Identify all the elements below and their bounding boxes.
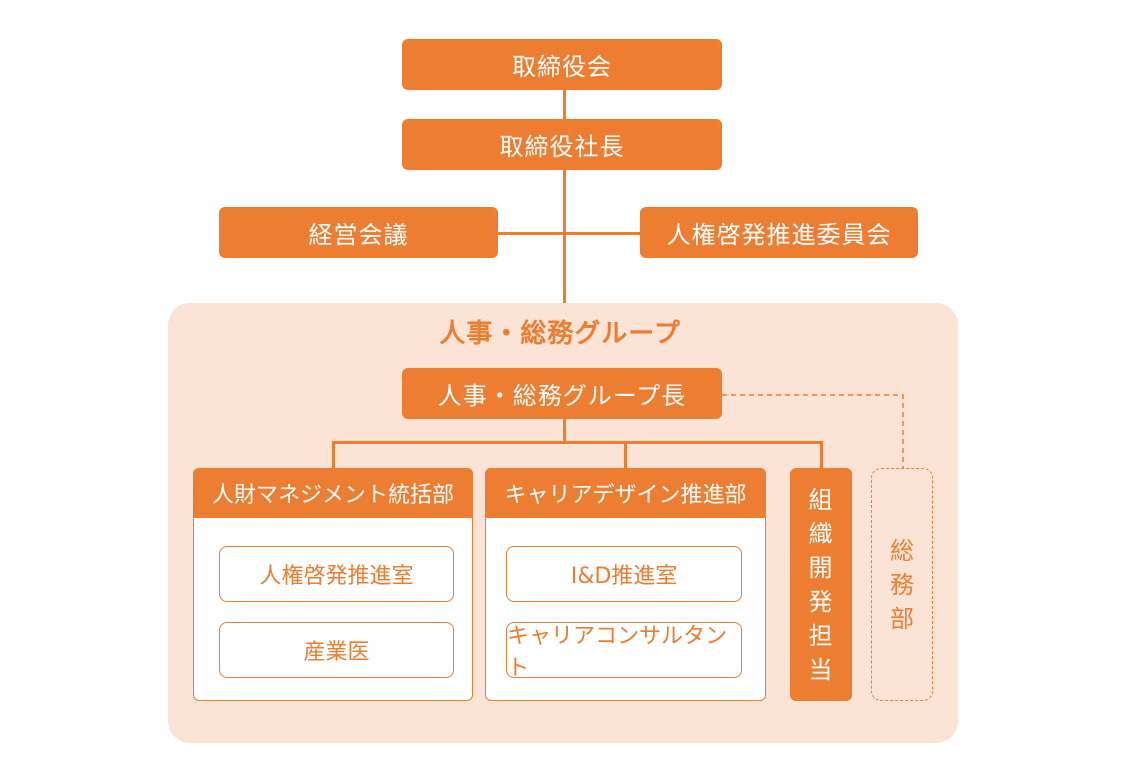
department-header-career-design: キャリアデザイン推進部	[485, 468, 766, 518]
org-dev-char: 組	[808, 485, 834, 514]
group-head-label: 人事・総務グループ長	[437, 382, 687, 410]
department-header-hr-management: 人財マネジメント統括部	[193, 468, 473, 518]
connector-board-president	[563, 90, 566, 120]
connector-meeting-committee	[498, 232, 640, 235]
president-box: 取締役社長	[402, 119, 722, 170]
connector-head-down	[563, 418, 566, 443]
department-name: 人財マネジメント統括部	[211, 483, 454, 508]
connector-president-group	[563, 170, 566, 303]
unit-label: キャリアコンサルタント	[507, 624, 728, 681]
org-dev-char: 発	[808, 587, 834, 616]
general-affairs-box: 総 務 部	[871, 468, 933, 701]
president-label: 取締役社長	[499, 133, 625, 161]
unit-label: I&D推進室	[570, 564, 678, 589]
management-meeting-box: 経営会議	[219, 207, 498, 258]
connector-org-dev	[820, 441, 823, 468]
unit-box: キャリアコンサルタント	[506, 622, 742, 681]
board-of-directors-label: 取締役会	[512, 53, 612, 81]
org-dev-char: 開	[808, 553, 834, 582]
department-name: キャリアデザイン推進部	[504, 483, 747, 508]
general-affairs-char: 総	[890, 536, 914, 565]
connector-departments-horizontal	[332, 441, 823, 444]
org-dev-char: 織	[808, 519, 834, 548]
group-title: 人事・総務グループ	[439, 319, 681, 349]
unit-label: 人権啓発推進室	[259, 564, 414, 589]
group-head-box: 人事・総務グループ長	[402, 368, 722, 419]
connector-dept2	[624, 441, 627, 468]
board-of-directors-box: 取締役会	[402, 39, 722, 90]
unit-box: 産業医	[219, 622, 454, 678]
unit-box: I&D推進室	[506, 546, 742, 602]
human-rights-committee-label: 人権啓発推進委員会	[666, 221, 892, 249]
connector-dept1	[332, 441, 335, 468]
unit-box: 人権啓発推進室	[219, 546, 454, 602]
unit-label: 産業医	[303, 640, 370, 665]
org-dev-char: 担	[808, 621, 834, 650]
general-affairs-char: 務	[890, 570, 914, 599]
general-affairs-char: 部	[890, 604, 914, 633]
management-meeting-label: 経営会議	[308, 221, 409, 249]
org-development-box: 組 織 開 発 担 当	[790, 468, 852, 701]
human-rights-committee-box: 人権啓発推進委員会	[640, 207, 918, 258]
org-dev-char: 当	[808, 655, 834, 684]
